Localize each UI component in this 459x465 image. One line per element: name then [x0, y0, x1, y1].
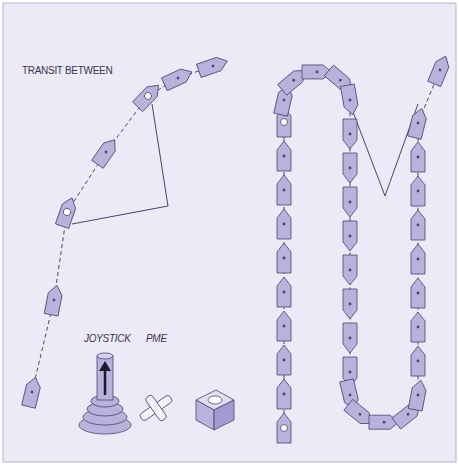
vessel-icon: [277, 311, 291, 341]
vessel-icon: [55, 196, 78, 229]
vessel-icon: [343, 221, 357, 251]
heading-label: TRANSIT BETWEEN: [22, 66, 112, 76]
vessel-icon: [277, 277, 291, 307]
vessel-icon: [277, 175, 291, 205]
vessel-icon: [161, 65, 194, 90]
vessel-icon: [411, 312, 425, 342]
vessel-icon: [277, 379, 291, 409]
transit-bearing-line: [72, 104, 168, 224]
pattern-track: [284, 70, 440, 428]
vessel-icon: [22, 376, 43, 408]
vessel-icon: [343, 323, 357, 353]
vessel-icon: [277, 209, 291, 239]
vessel-icon: [133, 80, 164, 111]
vessel-icon: [411, 244, 425, 274]
vessel-icon: [408, 107, 429, 140]
vessel-icon: [92, 136, 121, 169]
vessel-icon: [343, 119, 357, 149]
vessel-icon: [340, 84, 359, 116]
pattern-bearing-line: [350, 104, 418, 196]
vessel-icon: [411, 176, 425, 206]
vessel-icon: [411, 278, 425, 308]
vessel-icon: [411, 210, 425, 240]
vessel-icon: [197, 55, 230, 78]
vessel-icon: [277, 413, 291, 443]
control-label: PME: [146, 334, 167, 344]
vessel-icon: [44, 284, 63, 316]
joystick-symbol: [79, 353, 131, 434]
vessel-icon: [343, 255, 357, 285]
vessel-icon: [343, 289, 357, 319]
vessel-icon: [411, 346, 425, 376]
background-panel: [3, 3, 456, 462]
vessel-icon: [411, 142, 425, 172]
control-label: JOYSTICK: [84, 334, 131, 344]
vessel-icon: [408, 379, 427, 411]
vessel-icon: [277, 141, 291, 171]
vessel-icon: [343, 153, 357, 183]
transit-track: [32, 66, 213, 392]
control-box-symbol: [196, 390, 234, 430]
vessel-icon: [277, 243, 291, 273]
pme-symbol: [133, 386, 179, 430]
vessel-icon: [343, 187, 357, 217]
vessel-icon: [277, 345, 291, 375]
vessel-icon: [428, 53, 452, 86]
